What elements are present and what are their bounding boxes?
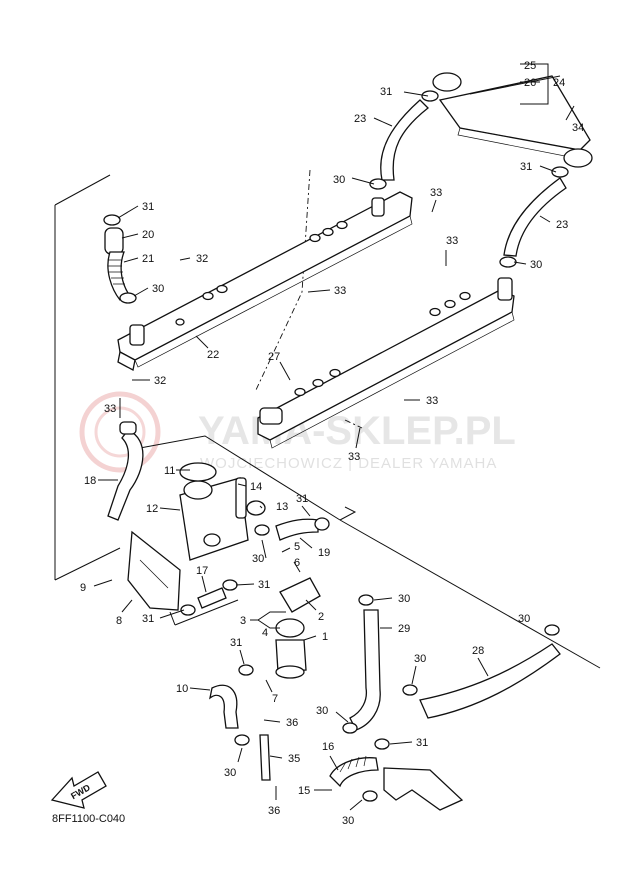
callout: 15: [298, 785, 310, 797]
callout: 7: [272, 693, 278, 705]
hose-16: [329, 755, 379, 788]
callout: 5: [294, 541, 300, 553]
callout: 24: [553, 77, 565, 89]
callout: 2: [318, 611, 324, 623]
callout: 33: [446, 235, 458, 247]
callout: 31: [296, 493, 308, 505]
assembly-outline-lines: [54, 169, 601, 669]
callout: 30: [316, 705, 328, 717]
diagram-code: 8FF1100-C040: [52, 813, 125, 825]
callout: 30: [530, 259, 542, 271]
callout: 1: [322, 631, 328, 643]
callout: 9: [80, 582, 86, 594]
callout: 30: [152, 283, 164, 295]
callout: 30: [398, 593, 410, 605]
callout: 31: [230, 637, 242, 649]
callout: 33: [104, 403, 116, 415]
callout: 36: [268, 805, 280, 817]
callout: 30: [252, 553, 264, 565]
callout: 20: [142, 229, 154, 241]
hose-23-right: [503, 177, 567, 257]
callout: 29: [398, 623, 410, 635]
callout: 30: [224, 767, 236, 779]
callout: 12: [146, 503, 158, 515]
callout: 6: [294, 557, 300, 569]
callout: 4: [262, 627, 268, 639]
grommet-13: [246, 500, 266, 516]
forward-arrow-icon: FWD: [50, 771, 107, 809]
callout: 28: [472, 645, 484, 657]
leader-lines: [93, 63, 575, 811]
clamps: [103, 90, 569, 802]
callout: 33: [334, 285, 346, 297]
callout: 31: [142, 201, 154, 213]
callout-labels: 25 26 24 31 34 23 31 30 33 23 31 20 21 3…: [80, 60, 584, 827]
reservoir-tank-12: [179, 462, 249, 561]
callout: 3: [240, 615, 246, 627]
callout: 31: [142, 613, 154, 625]
callout: 23: [354, 113, 366, 125]
callout: 33: [426, 395, 438, 407]
fitting-15: [383, 767, 464, 811]
hose-17: [197, 587, 227, 609]
intercooler-assembly: [432, 72, 593, 168]
callout: 27: [268, 351, 280, 363]
hose-29: [349, 609, 381, 731]
hose-35: [259, 734, 271, 781]
callout: 34: [572, 122, 584, 134]
hose-28: [419, 643, 561, 719]
callout: 33: [430, 187, 442, 199]
water-jacket-upper: [117, 191, 413, 371]
watermark-main-text: YAMA-SKLEP.PL: [198, 409, 516, 453]
callout: 21: [142, 253, 154, 265]
callout: 31: [416, 737, 428, 749]
callout: 13: [276, 501, 288, 513]
callout: 32: [154, 375, 166, 387]
callout: 31: [520, 161, 532, 173]
watermark-logo-icon: [79, 391, 161, 473]
callout: 8: [116, 615, 122, 627]
callout: 25: [524, 60, 536, 72]
callout: 14: [250, 481, 262, 493]
callout: 18: [84, 475, 96, 487]
callout: 17: [196, 565, 208, 577]
callout: 19: [318, 547, 330, 559]
hose-10: [209, 684, 239, 729]
callout: 11: [164, 465, 175, 477]
callout: 31: [258, 579, 270, 591]
callout: 30: [414, 653, 426, 665]
callout: 30: [342, 815, 354, 827]
callout: 22: [207, 349, 219, 361]
thermostat-housing: [275, 577, 321, 679]
hose-20-21: [104, 227, 132, 301]
callout: 32: [196, 253, 208, 265]
water-jacket-lower: [257, 277, 515, 449]
callout: 30: [518, 613, 530, 625]
callout: 35: [288, 753, 300, 765]
hose-19: [275, 517, 330, 541]
callout: 31: [380, 86, 392, 98]
callout: 10: [176, 683, 188, 695]
bracket-8: [127, 530, 181, 611]
hose-23-left: [380, 99, 429, 181]
callout: 16: [322, 741, 334, 753]
hose-18: [107, 421, 144, 521]
callout: 23: [556, 219, 568, 231]
callout: 36: [286, 717, 298, 729]
callout: 30: [333, 174, 345, 186]
callout: 33: [348, 451, 360, 463]
watermark-sub-text: WOJCIECHOWICZ | DEALER YAMAHA: [200, 455, 497, 472]
callout: 26: [524, 77, 536, 89]
